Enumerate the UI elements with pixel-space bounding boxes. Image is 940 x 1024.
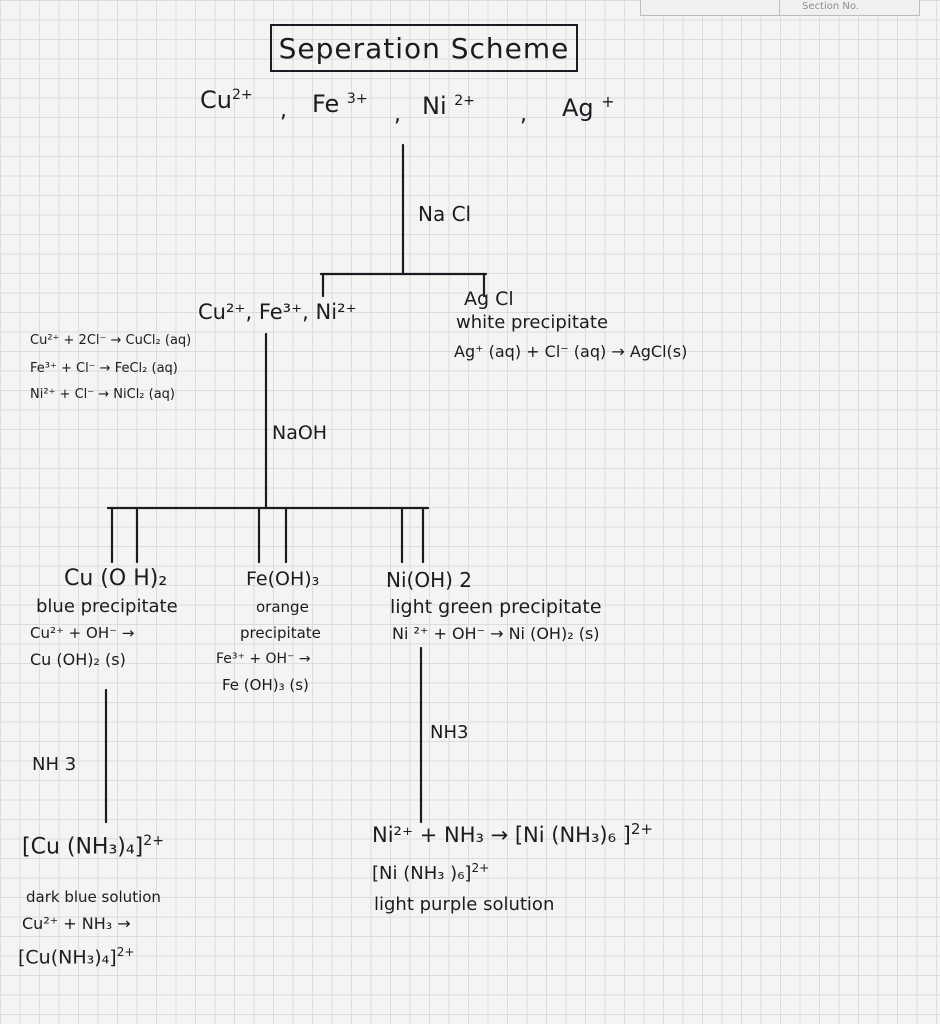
title-box: Seperation Scheme — [270, 24, 578, 72]
worksheet-header-strip: Section No. — [640, 0, 920, 16]
reagent-nacl: Na Cl — [418, 202, 472, 226]
cuoh2-name: Cu (O H)₂ — [64, 566, 168, 591]
cu-complex-formula: [Cu (NH₃)₄]2+ — [22, 833, 164, 860]
cu-complex-desc: dark blue solution — [26, 888, 161, 906]
filtrate-eq-ni: Ni²⁺ + Cl⁻ → NiCl₂ (aq) — [30, 387, 176, 402]
feoh3-eq1: Fe³⁺ + OH⁻ → — [216, 651, 311, 667]
ni-complex-formula: [Ni (NH₃ )₆]2+ — [372, 861, 490, 884]
section-no-label: Section No. — [802, 1, 859, 12]
feoh3-name: Fe(OH)₃ — [246, 568, 320, 590]
feoh3-desc1: orange — [256, 598, 309, 616]
reagent-nh3-left: NH 3 — [32, 754, 77, 775]
agcl-name: Ag Cl — [464, 288, 514, 310]
filtrate-ions: Cu²⁺, Fe³⁺, Ni²⁺ — [198, 300, 357, 324]
ion-ni: Ni 2+ — [422, 92, 475, 120]
page-title: Seperation Scheme — [278, 31, 570, 65]
nioh2-name: Ni(OH) 2 — [386, 568, 472, 592]
cu-complex-eq1: Cu²⁺ + NH₃ → — [22, 914, 131, 933]
ion-sep-3: , — [520, 102, 527, 127]
feoh3-eq2: Fe (OH)₃ (s) — [222, 676, 309, 694]
header-divider — [779, 0, 780, 15]
ni-complex-desc: light purple solution — [374, 894, 555, 915]
nioh2-desc: light green precipitate — [390, 596, 602, 618]
ion-cu: Cu2+ — [200, 86, 253, 114]
reagent-nh3-right: NH3 — [430, 722, 469, 743]
ion-sep-2: , — [394, 102, 401, 127]
feoh3-desc2: precipitate — [240, 624, 321, 642]
filtrate-eq-cu: Cu²⁺ + 2Cl⁻ → CuCl₂ (aq) — [30, 333, 192, 348]
ion-sep-1: , — [280, 98, 287, 123]
cuoh2-eq2: Cu (OH)₂ (s) — [30, 650, 126, 669]
ni-complex-equation: Ni²⁺ + NH₃ → [Ni (NH₃)₆ ]2+ — [372, 820, 653, 847]
cuoh2-eq1: Cu²⁺ + OH⁻ → — [30, 624, 135, 642]
nioh2-equation: Ni ²⁺ + OH⁻ → Ni (OH)₂ (s) — [392, 624, 600, 643]
filtrate-eq-fe: Fe³⁺ + Cl⁻ → FeCl₂ (aq) — [30, 361, 178, 376]
cu-complex-eq2: [Cu(NH₃)₄]2+ — [18, 945, 135, 969]
agcl-desc: white precipitate — [456, 312, 609, 333]
ion-fe: Fe 3+ — [312, 90, 368, 118]
cuoh2-desc: blue precipitate — [36, 596, 178, 617]
reagent-naoh: NaOH — [272, 422, 328, 444]
ion-ag: Ag + — [562, 92, 615, 122]
agcl-equation: Ag⁺ (aq) + Cl⁻ (aq) → AgCl(s) — [454, 342, 688, 361]
